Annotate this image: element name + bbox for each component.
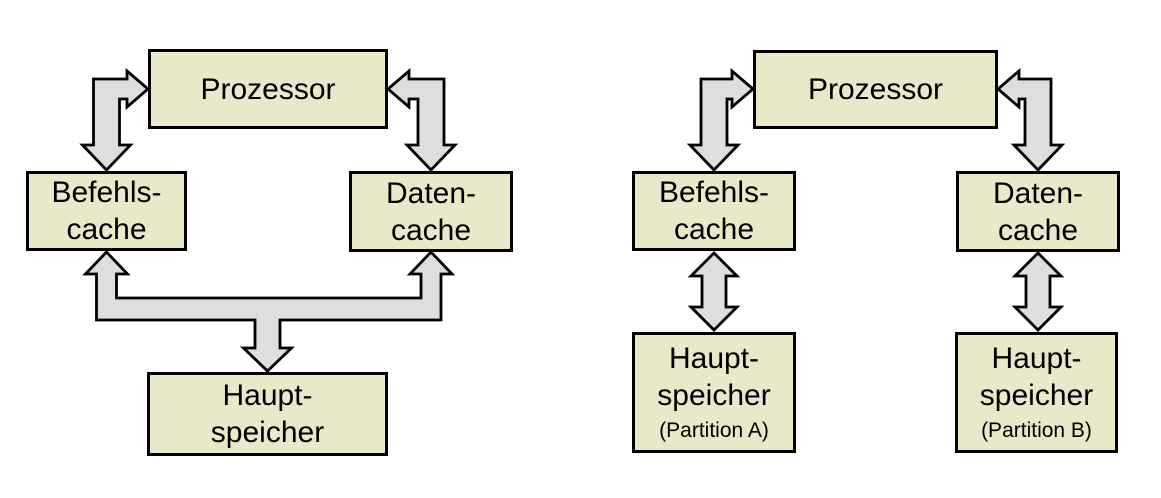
right-datencache-box: Daten- cache	[956, 171, 1120, 252]
left-prozessor-box: Prozessor	[148, 49, 388, 129]
right-arrow-datencache-hauptspeicher-b	[1011, 251, 1065, 332]
right-hauptspeicher-b-partition-label: (Partition B)	[981, 419, 1092, 442]
left-arrow-caches-hauptspeicher	[82, 249, 456, 373]
left-hauptspeicher-label-line1: Haupt-	[222, 379, 313, 412]
left-befehlscache-label-line2: cache	[66, 213, 147, 246]
left-arrow-prozessor-datencache	[385, 67, 459, 173]
left-datencache-label-line1: Daten-	[385, 176, 477, 210]
right-hauptspeicher-b-label-line2: speicher	[979, 379, 1094, 412]
right-datencache-label-line2: cache	[997, 213, 1079, 247]
right-hauptspeicher-a-label-line1: Haupt-	[668, 342, 760, 375]
right-prozessor-label: Prozessor	[807, 73, 944, 106]
right-hauptspeicher-a-label-line2: speicher	[657, 379, 771, 412]
left-hauptspeicher-box: Haupt- speicher	[147, 372, 388, 456]
right-hauptspeicher-b-box: Haupt- speicher (Partition B)	[955, 332, 1118, 453]
left-arrow-prozessor-befehlscache	[79, 67, 151, 173]
right-befehlscache-label-line2: cache	[673, 213, 755, 246]
left-hauptspeicher-label-line2: speicher	[210, 416, 325, 449]
left-prozessor-label: Prozessor	[200, 72, 336, 106]
left-befehlscache-box: Befehls- cache	[26, 171, 187, 251]
right-arrow-befehlscache-hauptspeicher-a	[687, 251, 741, 332]
right-befehlscache-label-line1: Befehls-	[658, 176, 770, 209]
right-befehlscache-box: Befehls- cache	[632, 171, 796, 251]
left-datencache-label-line2: cache	[390, 213, 472, 247]
right-datencache-label-line1: Daten-	[992, 176, 1084, 210]
left-datencache-box: Daten- cache	[349, 171, 513, 252]
left-befehlscache-label-line1: Befehls-	[51, 176, 162, 209]
right-hauptspeicher-b-label-line1: Haupt-	[991, 342, 1082, 375]
right-hauptspeicher-a-partition-label: (Partition A)	[659, 419, 769, 442]
right-arrow-prozessor-befehlscache	[686, 67, 756, 173]
right-arrow-prozessor-datencache	[995, 67, 1066, 173]
right-hauptspeicher-a-box: Haupt- speicher (Partition A)	[632, 332, 796, 453]
right-prozessor-box: Prozessor	[753, 50, 998, 129]
